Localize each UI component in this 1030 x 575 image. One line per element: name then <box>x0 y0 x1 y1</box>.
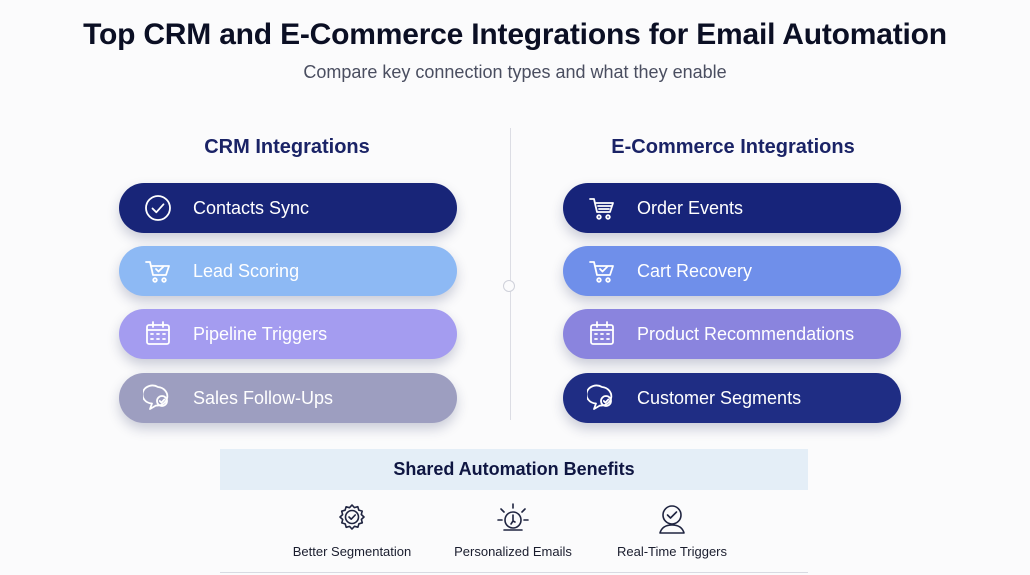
calendar-icon <box>143 319 173 349</box>
chat-check-icon <box>143 383 173 413</box>
ecommerce-item-customer-segments: Customer Segments <box>563 373 901 423</box>
gear-check-icon <box>335 502 369 536</box>
ecommerce-heading: E-Commerce Integrations <box>611 136 855 158</box>
benefits-heading-bar: Shared Automation Benefits <box>220 449 808 490</box>
benefit-better-segmentation: Better Segmentation <box>272 502 432 559</box>
crm-item-label: Lead Scoring <box>193 260 300 281</box>
crm-item-pipeline-triggers: Pipeline Triggers <box>119 309 457 359</box>
benefits-heading: Shared Automation Benefits <box>393 459 635 479</box>
spark-icon <box>496 502 530 536</box>
cart-icon <box>587 193 617 223</box>
page-subtitle: Compare key connection types and what th… <box>303 62 727 82</box>
ecommerce-item-label: Product Recommendations <box>637 323 855 344</box>
cart-icon <box>587 256 617 286</box>
benefit-label: Personalized Emails <box>454 544 572 559</box>
cart-icon <box>143 256 173 286</box>
crm-item-contacts-sync: Contacts Sync <box>119 183 457 233</box>
ecommerce-item-label: Customer Segments <box>637 387 802 408</box>
crm-item-sales-follow-ups: Sales Follow-Ups <box>119 373 457 423</box>
chat-check-icon <box>587 383 617 413</box>
column-divider <box>510 128 511 420</box>
ecommerce-item-label: Order Events <box>637 197 744 218</box>
ecommerce-item-product-recommendations: Product Recommendations <box>563 309 901 359</box>
user-check-icon <box>655 502 689 536</box>
check-circle-icon <box>143 193 173 223</box>
benefit-label: Better Segmentation <box>292 544 412 559</box>
ecommerce-item-cart-recovery: Cart Recovery <box>563 246 901 296</box>
crm-item-label: Contacts Sync <box>193 197 310 218</box>
crm-heading: CRM Integrations <box>204 136 370 158</box>
benefit-personalized-emails: Personalized Emails <box>433 502 593 559</box>
bottom-rule <box>220 572 808 573</box>
crm-item-lead-scoring: Lead Scoring <box>119 246 457 296</box>
divider-node <box>503 280 515 292</box>
benefit-label: Real-Time Triggers <box>616 544 728 559</box>
ecommerce-item-order-events: Order Events <box>563 183 901 233</box>
crm-item-label: Pipeline Triggers <box>193 323 328 344</box>
calendar-icon <box>587 319 617 349</box>
benefit-real-time-triggers: Real-Time Triggers <box>592 502 752 559</box>
page-title: Top CRM and E-Commerce Integrations for … <box>83 18 947 51</box>
ecommerce-item-label: Cart Recovery <box>637 260 753 281</box>
crm-item-label: Sales Follow-Ups <box>193 387 334 408</box>
